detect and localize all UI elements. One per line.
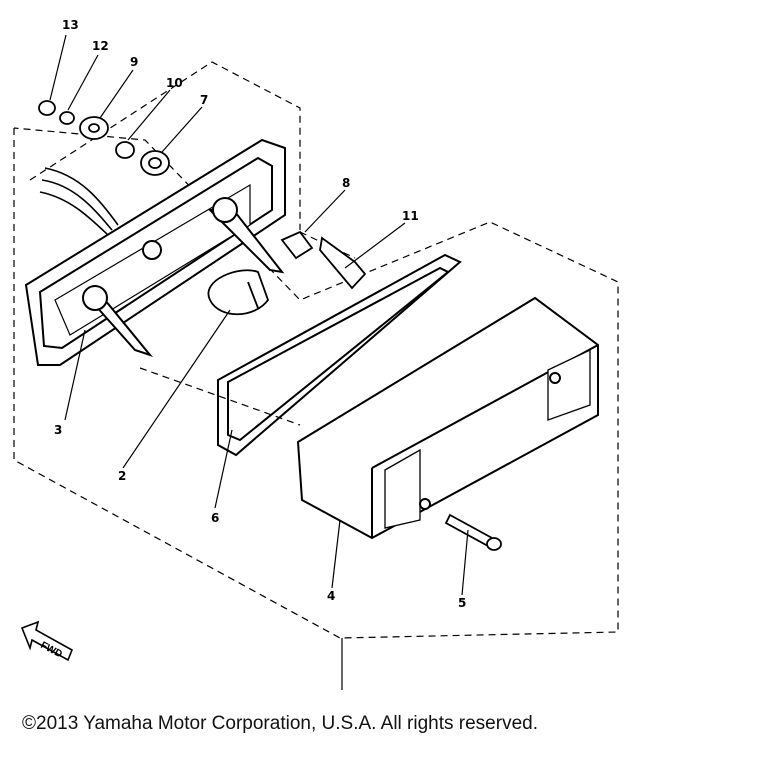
lock-washer-12 xyxy=(59,111,75,125)
callout-3: 3 xyxy=(54,423,62,437)
fwd-arrow-icon: FWD xyxy=(20,620,74,662)
fastener-stack xyxy=(38,100,170,176)
bulb xyxy=(207,269,270,316)
callout-labels: 13 12 9 10 7 8 11 3 2 6 4 5 xyxy=(54,18,466,610)
callout-7: 7 xyxy=(200,93,208,107)
copyright-notice: ©2013 Yamaha Motor Corporation, U.S.A. A… xyxy=(22,713,538,734)
collar-and-bolt xyxy=(280,230,367,290)
callout-2: 2 xyxy=(118,469,126,483)
callout-6: 6 xyxy=(211,511,219,525)
callout-8: 8 xyxy=(342,176,350,190)
callout-9: 9 xyxy=(130,55,138,69)
callout-4: 4 xyxy=(327,589,335,603)
leader-lines xyxy=(49,34,469,596)
callout-5: 5 xyxy=(458,596,466,610)
bolt-11 xyxy=(319,236,367,290)
washer-10 xyxy=(115,141,135,159)
callout-10: 10 xyxy=(166,76,183,90)
nut-13 xyxy=(38,100,56,116)
collar-8 xyxy=(280,230,314,260)
callout-11: 11 xyxy=(402,209,419,223)
exploded-parts-diagram: 13 12 9 10 7 8 11 3 2 6 4 5 FWD xyxy=(13,18,619,690)
lamp-lens xyxy=(296,296,599,540)
gasket xyxy=(217,253,462,457)
callout-12: 12 xyxy=(92,39,109,53)
lens-screw xyxy=(444,513,502,551)
callout-13: 13 xyxy=(62,18,79,32)
wiring-harness xyxy=(39,167,119,236)
lamp-housing xyxy=(24,138,286,366)
